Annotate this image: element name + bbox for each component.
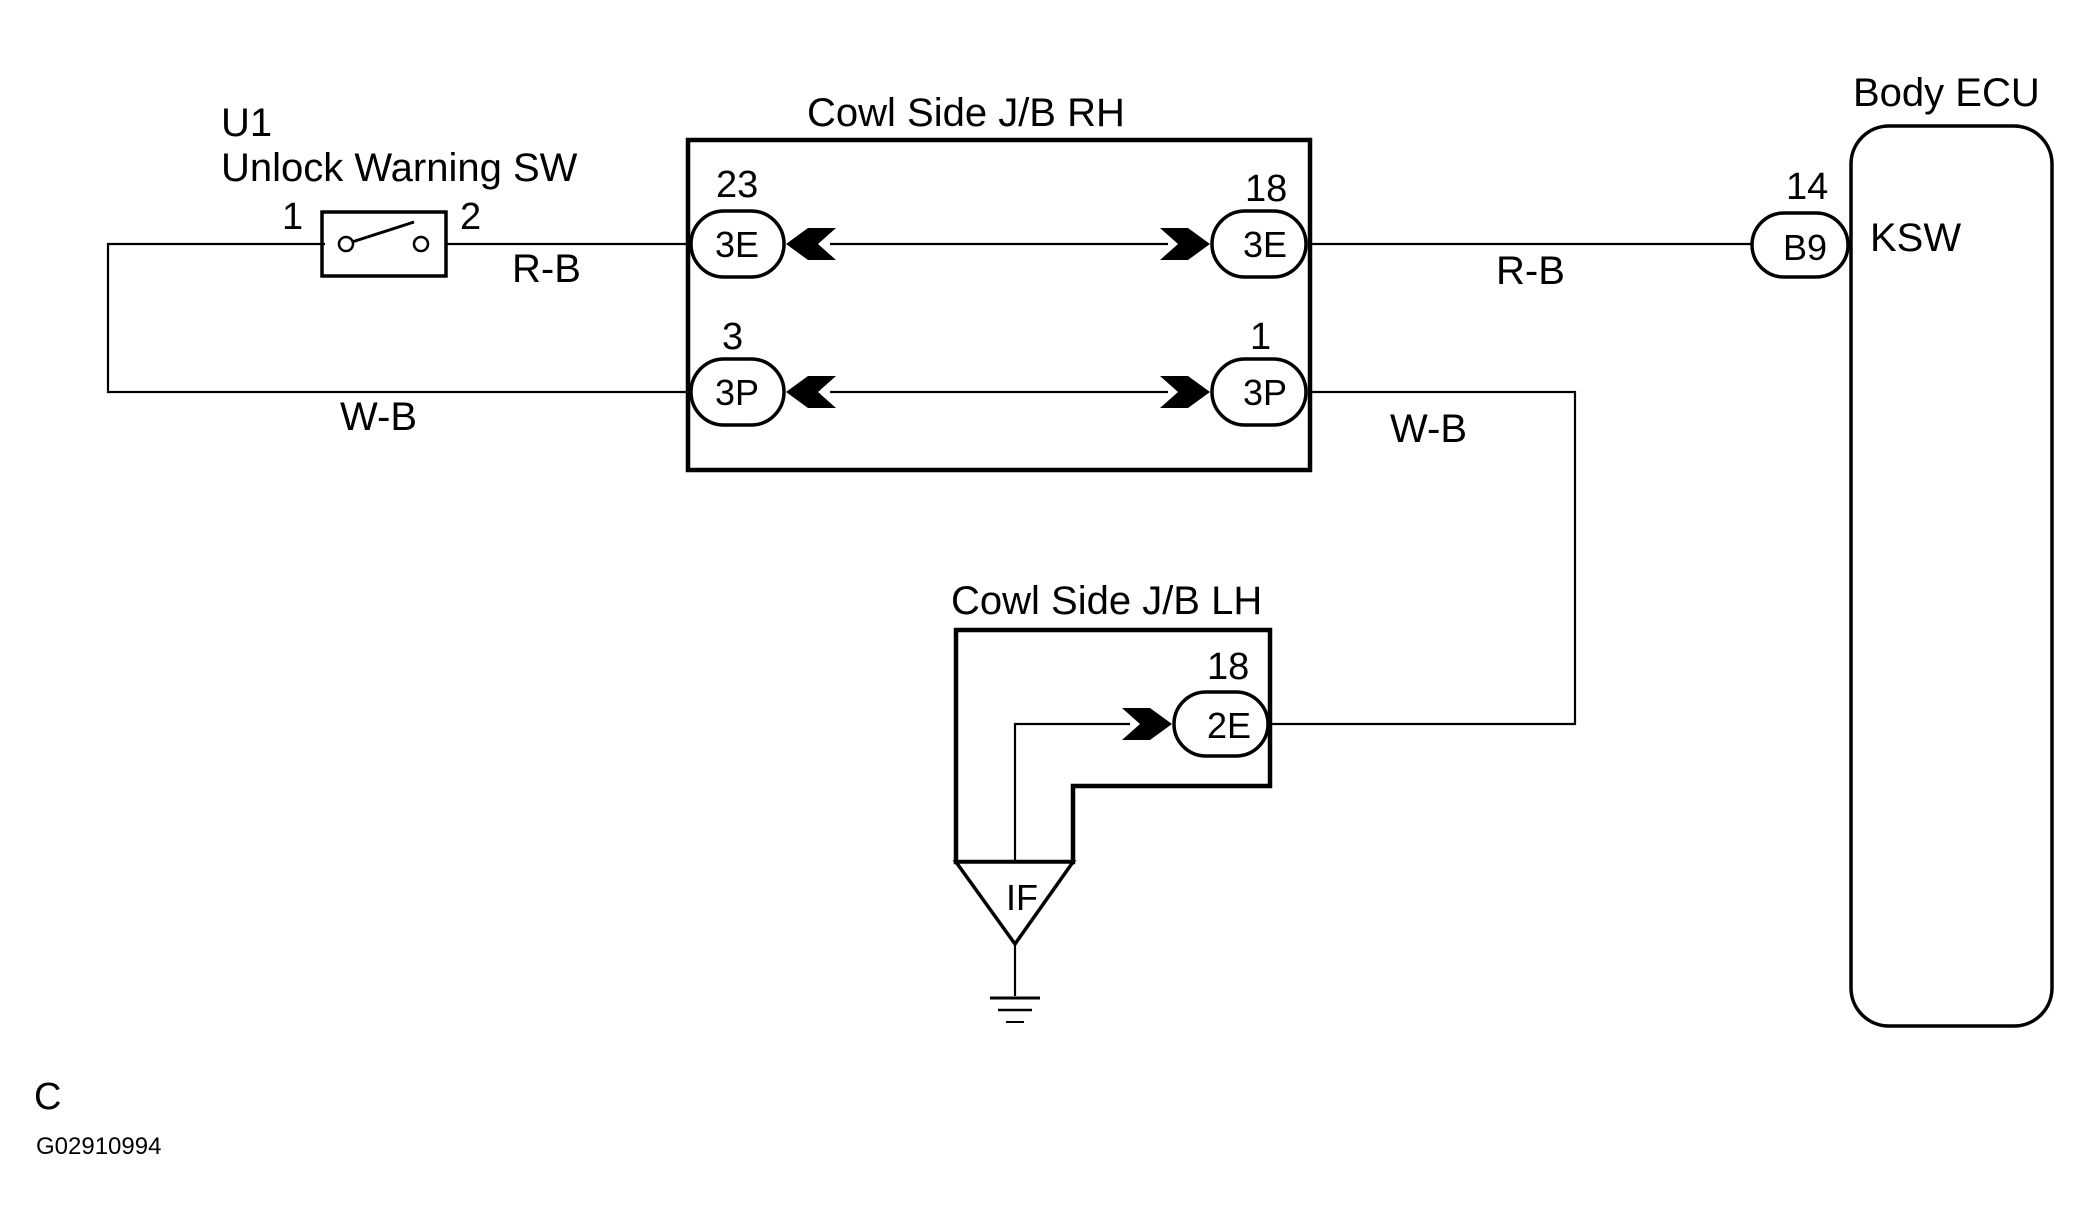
- switch-contact-right: [412, 235, 430, 253]
- switch-lever: [351, 220, 415, 244]
- jb-rh-title: Cowl Side J/B RH: [807, 91, 1125, 135]
- wire-jb-lh-internal: [1013, 722, 1130, 862]
- wire-wb-loop: [106, 242, 692, 394]
- wires: [106, 242, 1752, 996]
- switch-pin-1: 1: [282, 196, 303, 238]
- ground-if-triangle: [952, 860, 1077, 948]
- jb-rh-connector-3e-left: [689, 209, 786, 279]
- unlock-warning-switch: U1 Unlock Warning SW 1 2: [221, 101, 578, 278]
- cowl-side-jb-rh: Cowl Side J/B RH 23 3E 18 3E 3 3P 1 3P: [685, 91, 1313, 473]
- jb-rh-connector-3e-right: [1210, 209, 1308, 279]
- ground-icon: [990, 996, 1040, 1023]
- arrow-2e-icon: [1122, 708, 1172, 740]
- jb-rh-pin-1: 1: [1250, 316, 1271, 358]
- section-label: C: [34, 1076, 61, 1118]
- ecu-pin-14: 14: [1786, 166, 1828, 208]
- jb-lh-pin-18: 18: [1207, 646, 1249, 688]
- jb-rh-connector-3e-right-label: 3E: [1243, 224, 1287, 265]
- jb-rh-pin-3: 3: [722, 316, 743, 358]
- jb-lh-title: Cowl Side J/B LH: [951, 579, 1262, 623]
- ecu-box: [1849, 124, 2054, 1028]
- arrow-right-top-icon: [1160, 228, 1210, 260]
- wire-label-wb-right: W-B: [1390, 407, 1467, 451]
- switch-name: Unlock Warning SW: [221, 146, 578, 190]
- wire-wb-right: [1268, 390, 1577, 726]
- arrow-left-bottom-icon: [786, 376, 836, 408]
- jb-rh-pin-18: 18: [1245, 168, 1287, 210]
- jb-rh-pin-23: 23: [716, 164, 758, 206]
- jb-lh-connector-2e: [1172, 690, 1270, 758]
- ground-if-label: IF: [1006, 877, 1038, 918]
- switch-body: [320, 210, 448, 278]
- jb-rh-connector-3p-right: [1210, 357, 1308, 427]
- arrow-right-bottom-icon: [1160, 376, 1210, 408]
- switch-pin-2: 2: [460, 196, 481, 238]
- switch-code: U1: [221, 101, 272, 145]
- ecu-terminal-ksw: KSW: [1870, 216, 1961, 260]
- body-ecu: Body ECU 14 B9 KSW: [1750, 71, 2054, 1028]
- cowl-side-jb-lh: Cowl Side J/B LH 18 2E IF: [951, 579, 1273, 1023]
- jb-rh-connector-3p-left: [689, 357, 786, 427]
- jb-rh-connector-3e-left-label: 3E: [715, 224, 759, 265]
- wire-label-rb-right: R-B: [1496, 249, 1565, 293]
- figure-code: G02910994: [36, 1133, 161, 1160]
- jb-rh-connector-3p-right-label: 3P: [1243, 372, 1287, 413]
- ecu-title: Body ECU: [1853, 71, 2040, 115]
- switch-contact-left: [337, 235, 355, 253]
- arrow-left-top-icon: [786, 228, 836, 260]
- ecu-connector-b9: [1750, 211, 1850, 279]
- jb-lh-connector-2e-label: 2E: [1207, 705, 1251, 746]
- wire-label-wb-left: W-B: [340, 395, 417, 439]
- jb-rh-box: [685, 137, 1313, 473]
- wire-label-rb-left: R-B: [512, 247, 581, 291]
- ecu-connector-b9-label: B9: [1783, 227, 1827, 268]
- jb-rh-connector-3p-left-label: 3P: [715, 372, 759, 413]
